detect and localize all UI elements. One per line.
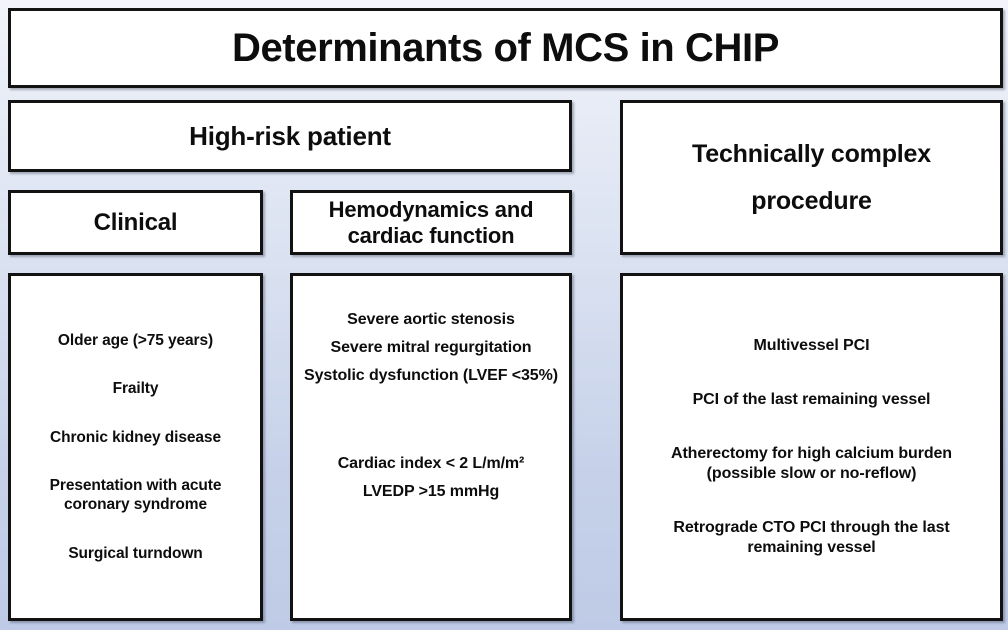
list-item: Chronic kidney disease: [50, 428, 221, 446]
list-item: Atherectomy for high calcium burden (pos…: [671, 445, 952, 482]
list-item: Surgical turndown: [68, 544, 203, 562]
list-item: Retrograde CTO PCI through the last rema…: [673, 519, 950, 556]
high-risk-patient-header-box: High-risk patient: [8, 100, 572, 172]
list-item: Cardiac index < 2 L/m/m²: [337, 455, 525, 473]
list-item: Older age (>75 years): [57, 331, 214, 349]
clinical-subheader-box: Clinical: [8, 190, 263, 255]
list-item: PCI of the last remaining vessel: [692, 391, 931, 408]
figure-title-text: Determinants of MCS in CHIP: [231, 26, 780, 70]
technically-complex-procedure-header-box: Technically complex procedure: [620, 100, 1003, 255]
hemodynamics-subheader-text: Hemodynamics and cardiac function: [328, 196, 534, 248]
technical-header-line-1: Technically complex: [692, 139, 931, 168]
high-risk-patient-header-text: High-risk patient: [189, 120, 391, 151]
technically-complex-content-box: Multivessel PCI PCI of the last remainin…: [620, 273, 1003, 621]
list-item: Severe aortic stenosis: [347, 311, 515, 328]
clinical-content-box: Older age (>75 years) Frailty Chronic ki…: [8, 273, 263, 621]
list-item: Systolic dysfunction (LVEF <35%): [304, 366, 558, 384]
list-item: LVEDP >15 mmHg: [362, 483, 500, 501]
list-item: Presentation with acute coronary syndrom…: [49, 477, 222, 514]
hemodynamics-content-box: Severe aortic stenosis Severe mitral reg…: [290, 273, 572, 621]
clinical-subheader-text: Clinical: [93, 208, 178, 236]
hemodynamics-subheader-box: Hemodynamics and cardiac function: [290, 190, 572, 255]
list-item: Severe mitral regurgitation: [330, 338, 532, 356]
list-item: Frailty: [112, 380, 159, 398]
figure-title-box: Determinants of MCS in CHIP: [8, 8, 1003, 88]
list-item: Multivessel PCI: [753, 337, 870, 354]
technical-header-line-2: procedure: [751, 187, 872, 216]
